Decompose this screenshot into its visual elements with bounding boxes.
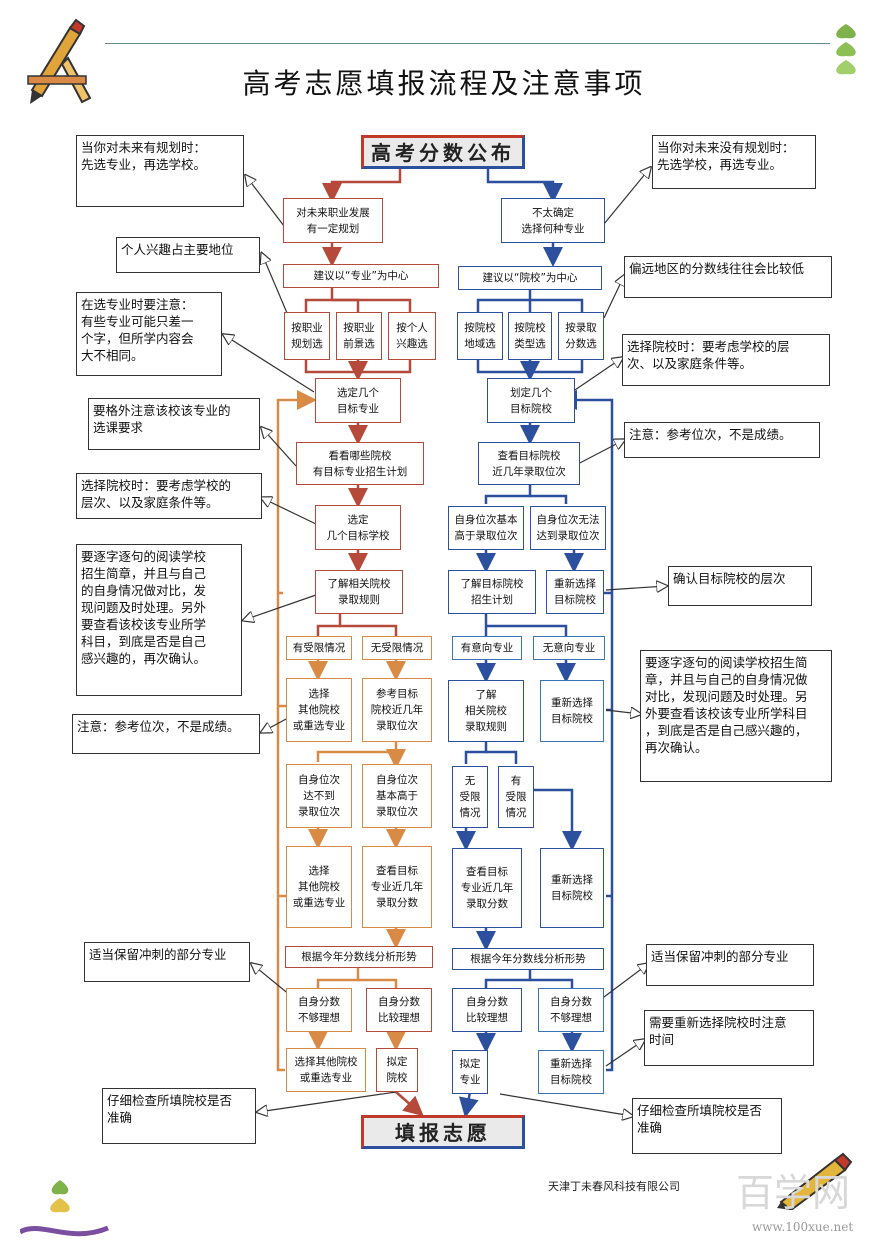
right-check-rank-box: 查看目标院校 近几年录取位次	[478, 442, 580, 485]
note-left-keep-reach: 适当保留冲刺的部分专业	[84, 942, 250, 982]
pencil-icon	[777, 1152, 853, 1210]
right-by-type-box: 按院校 类型选	[508, 312, 552, 360]
left-choose-other-box-3: 选择其他院校 或重选专业	[286, 1048, 366, 1092]
pencil-number-icon	[27, 18, 92, 104]
right-admission-rules-box: 了解 相关院校 录取规则	[448, 680, 524, 742]
note-left-school-level: 选择院校时：要考虑学校的 层次、以及家庭条件等。	[76, 473, 262, 519]
note-right-school-level: 选择院校时：要考虑学校的层 次、以及家庭条件等。	[622, 334, 830, 386]
right-rank-below-box: 自身位次无法 达到录取位次	[530, 506, 606, 550]
left-restricted-box: 有受限情况	[286, 636, 352, 660]
right-check-scores-box: 查看目标 专业近几年 录取分数	[452, 848, 522, 928]
left-score-low-box: 自身分数 不够理想	[286, 988, 352, 1032]
right-reselect-box-3: 重新选择 目标院校	[540, 848, 604, 928]
note-right-keep-reach: 适当保留冲刺的部分专业	[646, 944, 814, 986]
left-career-plan-box: 对未来职业发展 有一定规划	[283, 198, 383, 243]
score-release-banner: 高考分数公布	[361, 135, 525, 169]
note-left-major-caution: 在选专业时要注意： 有些专业可能只差一 个字，但所学内容会 大不相同。	[76, 292, 222, 376]
left-check-schools-box: 看看哪些院校 有目标专业招生计划	[296, 442, 424, 485]
top-rule	[105, 43, 830, 44]
note-right-time-warning: 需要重新选择院校时注意 时间	[644, 1010, 814, 1066]
right-enroll-plan-box: 了解目标院校 招生计划	[448, 570, 536, 614]
left-check-scores-box: 查看目标 专业近几年 录取分数	[362, 846, 432, 928]
note-left-plan: 当你对未来有规划时： 先选专业，再选学校。	[76, 135, 244, 207]
note-left-double-check: 仔细检查所填院校是否 准确	[102, 1088, 256, 1144]
note-right-no-plan: 当你对未来没有规划时： 先选学校，再选专业。	[652, 135, 816, 189]
right-rank-above-box: 自身位次基本 高于录取位次	[448, 506, 524, 550]
left-by-career-box: 按职业 规划选	[284, 312, 330, 360]
right-reselect-box-2: 重新选择 目标院校	[540, 680, 604, 742]
right-unrestricted-box: 无 受限 情况	[452, 766, 488, 828]
left-rank-below-box: 自身位次 达不到 录取位次	[286, 764, 352, 828]
left-analyze-box: 根据今年分数线分析形势	[285, 946, 433, 968]
left-reference-rank-box: 参考目标 院校近几年 录取位次	[362, 678, 432, 742]
right-school-center-box: 建议以“院校”为中心	[458, 266, 602, 290]
note-right-double-check: 仔细检查所填院校是否 准确	[632, 1098, 782, 1154]
right-by-region-box: 按院校 地域选	[457, 312, 503, 360]
watermark-url: www.100xue.net	[752, 1220, 854, 1234]
left-admission-rules-box: 了解相关院校 录取规则	[315, 570, 403, 614]
right-analyze-box: 根据今年分数线分析形势	[452, 948, 604, 970]
left-select-schools-box: 选定 几个目标学校	[315, 505, 401, 550]
right-score-good-box: 自身分数 比较理想	[452, 988, 522, 1032]
note-left-rank-not-score: 注意：参考位次，不是成绩。	[72, 714, 260, 754]
left-choose-other-box-1: 选择 其他院校 或重选专业	[286, 678, 352, 742]
right-draft-major-box: 拟定 专业	[452, 1050, 488, 1094]
note-right-read-brochure: 要逐字逐句的阅读学校招生简 章，并且与自己的自身情况做 对比，发现问题及时处理。…	[640, 650, 832, 782]
company-name: 天津丁未春风科技有限公司	[548, 1180, 680, 1193]
left-by-prospect-box: 按职业 前景选	[336, 312, 382, 360]
right-restricted-box: 有 受限 情况	[498, 766, 534, 828]
right-select-schools-box: 划定几个 目标院校	[487, 378, 575, 423]
right-by-score-box: 按录取 分数选	[558, 312, 604, 360]
right-reselect-box-4: 重新选择 目标院校	[538, 1050, 604, 1094]
right-score-low-box: 自身分数 不够理想	[538, 988, 604, 1032]
left-by-interest-box: 按个人 兴趣选	[388, 312, 436, 360]
left-draft-school-box: 拟定 院校	[376, 1048, 418, 1092]
leaf-decoration-icon	[836, 24, 856, 75]
plant-decoration-icon	[20, 1180, 109, 1237]
watermark-logo: 百学网	[736, 1171, 851, 1215]
right-reselect-box-1: 重新选择 目标院校	[546, 570, 604, 614]
note-left-read-brochure: 要逐字逐句的阅读学校 招生简章，并且与自己 的自身情况做对比，发 现问题及时处理…	[76, 544, 242, 696]
note-right-remote-area: 偏远地区的分数线往往会比较低	[624, 256, 832, 298]
left-unrestricted-box: 无受限情况	[362, 636, 432, 660]
left-rank-above-box: 自身位次 基本高于 录取位次	[362, 764, 432, 828]
left-select-majors-box: 选定几个 目标专业	[315, 378, 401, 423]
note-right-confirm-level: 确认目标院校的层次	[668, 566, 812, 606]
note-right-rank-not-score: 注意：参考位次，不是成绩。	[624, 422, 820, 458]
note-left-course-req: 要格外注意该校该专业的 选课要求	[88, 398, 260, 450]
right-no-major-box: 无意向专业	[533, 636, 605, 660]
left-major-center-box: 建议以“专业”为中心	[283, 264, 439, 288]
right-uncertain-box: 不太确定 选择何种专业	[501, 198, 605, 243]
fill-application-banner: 填报志愿	[361, 1115, 525, 1149]
page-title: 高考志愿填报流程及注意事项	[242, 67, 646, 100]
left-score-good-box: 自身分数 比较理想	[366, 988, 432, 1032]
left-choose-other-box-2: 选择 其他院校 或重选专业	[286, 846, 352, 928]
right-has-major-box: 有意向专业	[452, 636, 522, 660]
note-left-interest: 个人兴趣占主要地位	[116, 237, 260, 273]
